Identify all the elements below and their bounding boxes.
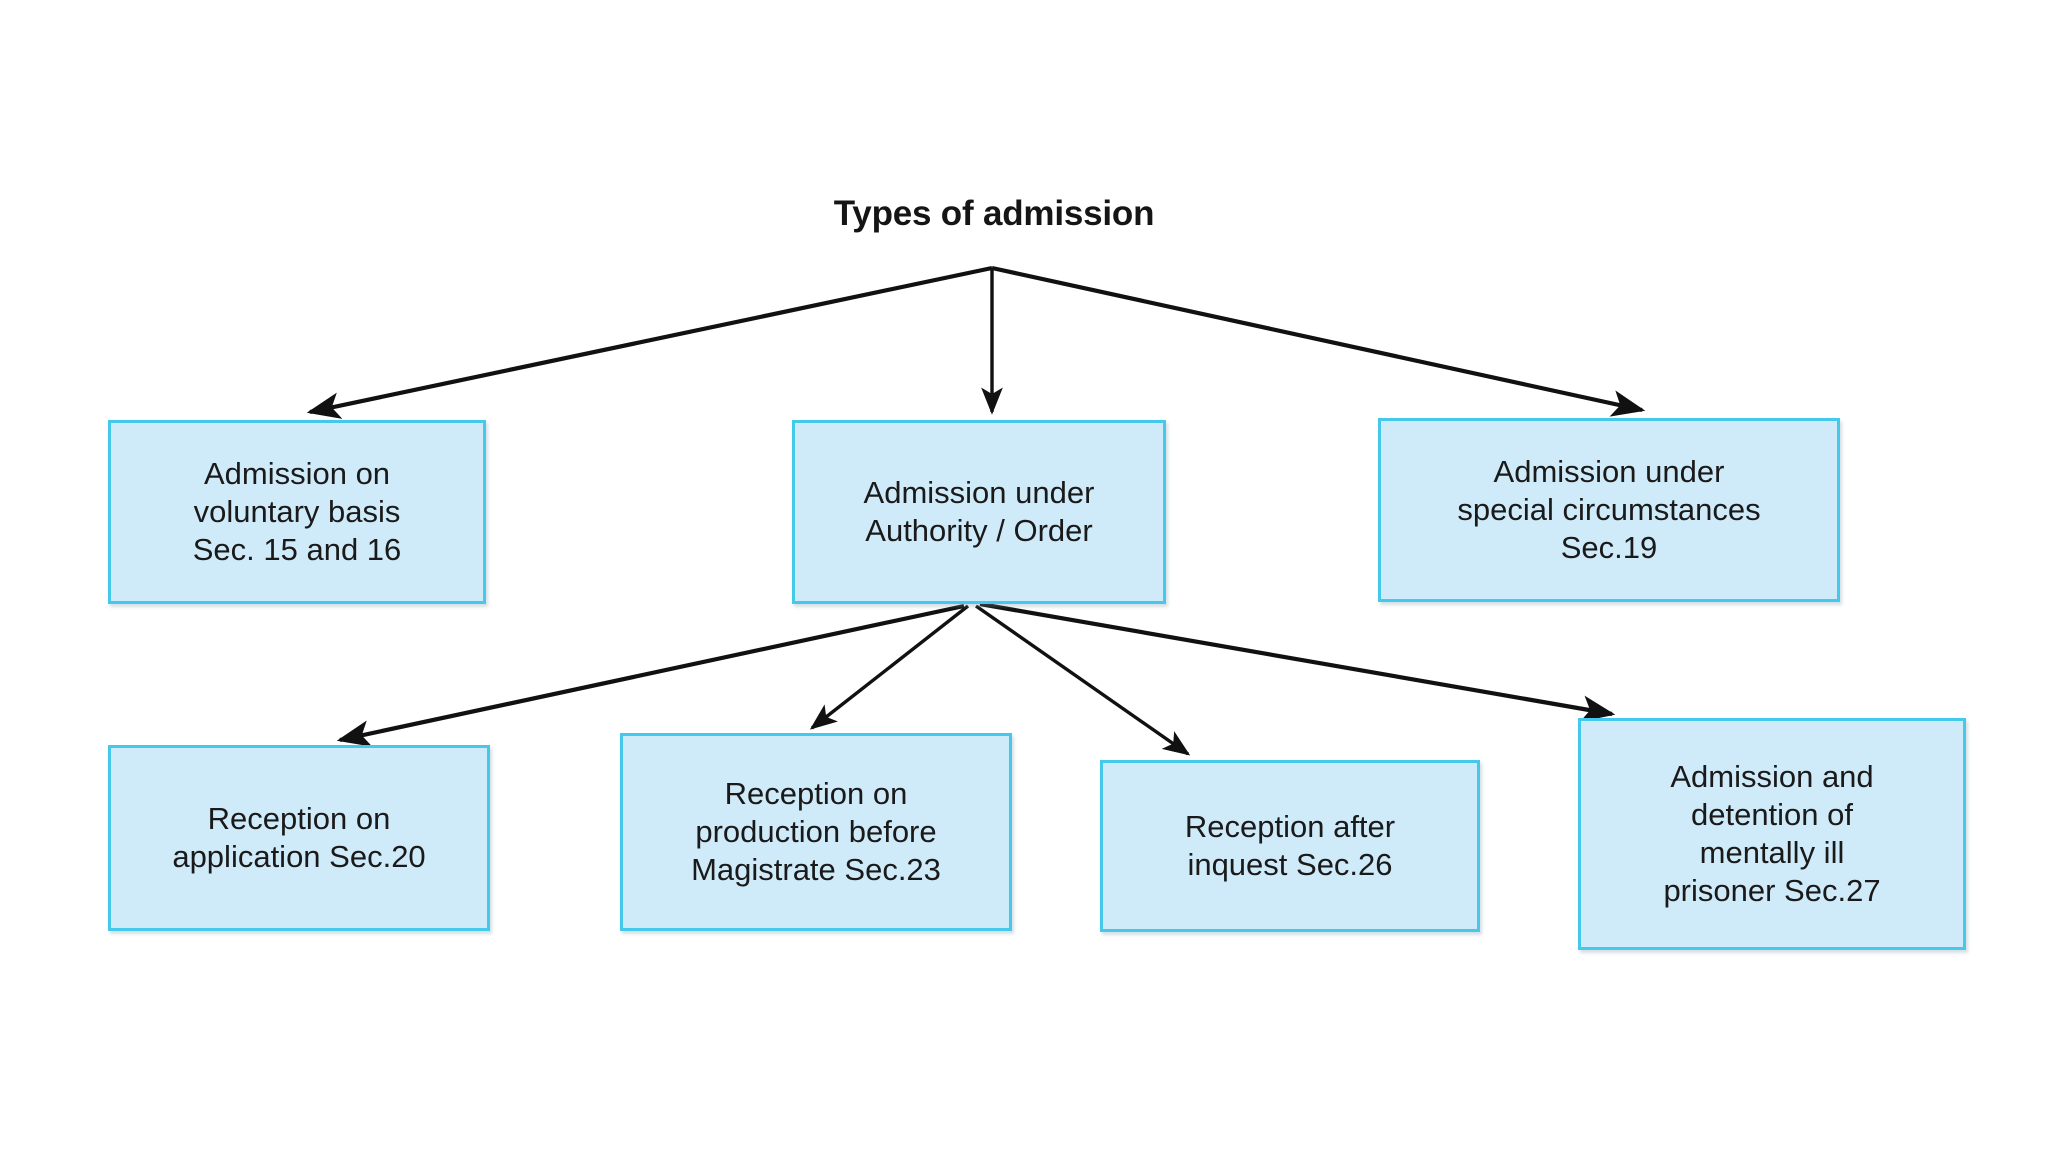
edge-root-to-voluntary <box>306 265 993 419</box>
node-admission-special-circumstances[interactable]: Admission under special circumstances Se… <box>1378 418 1840 602</box>
node-label: Admission on voluntary basis Sec. 15 and… <box>192 455 402 568</box>
node-admission-detention-prisoner[interactable]: Admission and detention of mentally ill … <box>1578 718 1966 950</box>
node-label: Admission and detention of mentally ill … <box>1663 758 1881 909</box>
node-reception-inquest[interactable]: Reception after inquest Sec.26 <box>1100 760 1480 932</box>
edge-authority-to-application <box>336 603 965 747</box>
page-title: Types of admission <box>833 194 1155 233</box>
node-admission-authority[interactable]: Admission under Authority / Order <box>792 420 1166 604</box>
edge-authority-to-inquest <box>975 604 1191 756</box>
node-label: Reception on application Sec.20 <box>172 800 426 874</box>
node-reception-magistrate[interactable]: Reception on production before Magistrat… <box>620 733 1012 931</box>
node-label: Admission under special circumstances Se… <box>1457 453 1761 566</box>
node-label: Reception on production before Magistrat… <box>691 775 941 888</box>
edge-authority-to-magistrate <box>809 604 970 730</box>
node-admission-voluntary[interactable]: Admission on voluntary basis Sec. 15 and… <box>108 420 486 604</box>
node-label: Admission under Authority / Order <box>863 474 1095 548</box>
node-reception-application[interactable]: Reception on application Sec.20 <box>108 745 490 931</box>
node-label: Reception after inquest Sec.26 <box>1184 808 1396 882</box>
edge-authority-to-prisoner <box>979 601 1616 723</box>
edge-root-to-special <box>991 265 1646 417</box>
diagram-title-wrapper: Types of admission <box>744 194 1244 234</box>
